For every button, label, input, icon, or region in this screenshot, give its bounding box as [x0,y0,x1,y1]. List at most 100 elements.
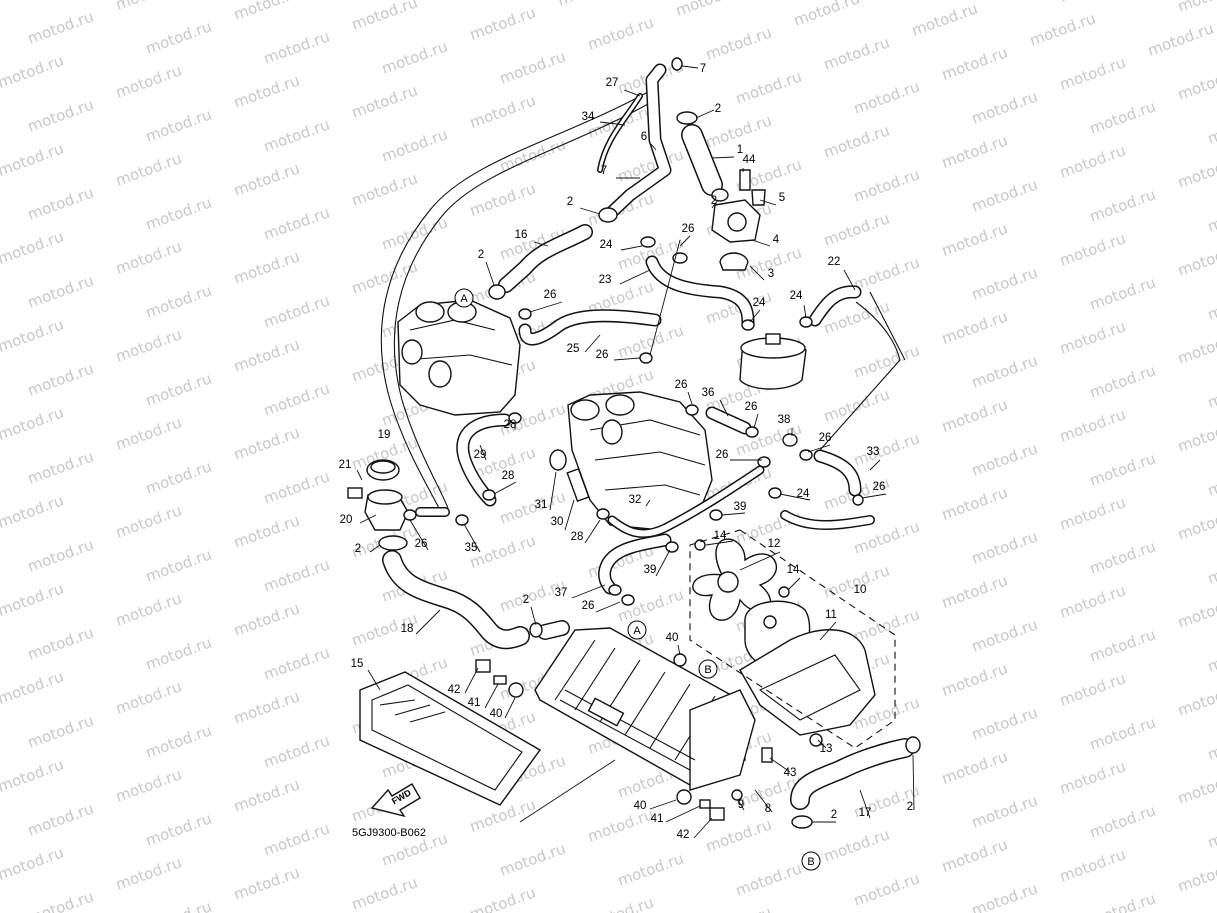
bolt-42b [709,807,725,821]
callout-c4: 4 [773,234,780,246]
outline-curve-left [380,91,649,511]
watermark-text: motod.ru [113,677,184,717]
sensor-44 [739,169,751,191]
watermark-text: motod.ru [143,457,214,497]
watermark-text: motod.ru [1057,141,1128,181]
watermark-text: motod.ru [851,253,922,293]
bolt-42a [475,659,491,673]
watermark-text: motod.ru [143,17,214,57]
grommet-40c [676,789,692,805]
callout-c9: 9 [738,799,744,811]
watermark-text: motod.ru [25,799,96,839]
watermark-text: motod.ru [25,711,96,751]
watermark-text: motod.ru [821,209,892,249]
callout-c17: 17 [859,807,872,819]
callout-c30: 30 [551,516,564,528]
watermark-text: motod.ru [0,315,66,355]
ref-b-upper: B [698,659,718,679]
watermark-text: motod.ru [1175,239,1217,279]
callout-c28a: 28 [504,419,517,431]
watermark-text: motod.ru [1175,415,1217,455]
watermark-text: motod.ru [1057,845,1128,885]
watermark-text: motod.ru [969,263,1040,303]
sensor-43 [761,747,773,763]
watermark-text: motod.ru [851,429,922,469]
watermark-text: motod.ru [1205,283,1217,323]
watermark-text: motod.ru [1205,459,1217,499]
watermark-text: motod.ru [25,183,96,223]
watermark-text: motod.ru [1205,547,1217,587]
callout-c24a: 24 [600,239,613,251]
watermark-text: motod.ru [821,385,892,425]
watermark-text: motod.ru [1027,9,1098,49]
callout-c31: 31 [535,499,548,511]
svg-text:B: B [807,856,814,868]
watermark-text: motod.ru [467,3,538,43]
watermark-text: motod.ru [143,721,214,761]
callout-c34: 34 [582,111,595,123]
watermark-text: motod.ru [231,511,302,551]
watermark-text: motod.ru [261,819,332,859]
callout-c24b: 24 [790,290,803,302]
watermark-text: motod.ru [0,579,66,619]
svg-text:A: A [460,293,468,305]
callout-c15: 15 [351,658,364,670]
watermark-text: motod.ru [25,887,96,913]
watermark-text: motod.ru [143,369,214,409]
ref-b-lower: B [801,851,821,871]
watermark-text: motod.ru [939,835,1010,875]
engine-block-upper [397,299,521,416]
callout-c20: 20 [340,514,353,526]
watermark-text: motod.ru [113,0,184,14]
callout-c2c: 2 [567,196,573,208]
callout-c2e: 2 [355,543,361,555]
watermark-text: motod.ru [1175,151,1217,191]
watermark-text: motod.ru [969,703,1040,743]
watermark-text: motod.ru [939,219,1010,259]
callout-c26i: 26 [415,538,428,550]
callout-c14a: 14 [714,530,727,542]
bolt-21 [347,487,363,499]
watermark-text: motod.ru [349,81,420,121]
callout-c35: 35 [465,542,478,554]
watermark-text: motod.ru [113,853,184,893]
watermark-text: motod.ru [1145,19,1216,59]
callout-c42b: 42 [677,829,690,841]
watermark-text: motod.ru [143,105,214,145]
watermark-text: motod.ru [113,589,184,629]
watermark-text: motod.ru [1175,503,1217,543]
watermark-text: motod.ru [113,325,184,365]
watermark-text: motod.ru [969,439,1040,479]
watermark-text: motod.ru [1087,449,1158,489]
watermark-text: motod.ru [467,883,538,913]
watermark-text: motod.ru [349,873,420,913]
watermark-text: motod.ru [1175,679,1217,719]
diagram-code: 5GJ9300-B062 [352,827,426,839]
watermark-text: motod.ru [113,237,184,277]
callout-c3: 3 [768,268,774,280]
callout-c38: 38 [778,414,791,426]
watermark-text: motod.ru [1087,801,1158,841]
callout-c23: 23 [599,274,612,286]
watermark-text: motod.ru [261,27,332,67]
watermark-text: motod.ru [349,169,420,209]
callout-c42a: 42 [448,684,461,696]
watermark-text: motod.ru [231,423,302,463]
watermark-text: motod.ru [1087,889,1158,913]
watermark-text: motod.ru [585,13,656,53]
callout-c28c: 28 [571,531,584,543]
watermark-text: motod.ru [1175,767,1217,807]
watermark-text: motod.ru [261,907,332,913]
watermark-text: motod.ru [969,791,1040,831]
watermark-text: motod.ru [969,87,1040,127]
collar-41a [493,675,507,685]
collar-41b [699,799,711,809]
radiator-guard [359,671,542,806]
watermark-text: motod.ru [1205,371,1217,411]
watermark-text: motod.ru [0,667,66,707]
ref-a-upper: A [454,288,474,308]
watermark-text: motod.ru [143,809,214,849]
watermark-text: motod.ru [1057,581,1128,621]
